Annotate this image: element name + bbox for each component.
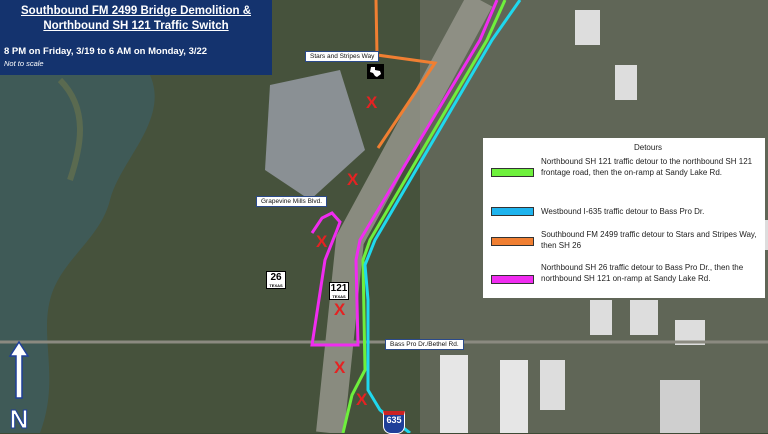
legend-title: Detours — [633, 143, 662, 152]
red-x-icon: X — [334, 358, 346, 377]
legend-swatch — [491, 275, 534, 284]
legend-text: Westbound I-635 traffic detour to Bass P… — [541, 207, 705, 216]
legend-swatch — [491, 237, 534, 246]
map-title: Southbound FM 2499 Bridge Demolition &No… — [21, 5, 251, 32]
legend-text: Northbound SH 26 traffic detour to Bass … — [541, 263, 744, 283]
label-grapevine-mills-blvd: Grapevine Mills Blvd. — [256, 196, 328, 207]
closure-dates: 8 PM on Friday, 3/19 to 6 AM on Monday, … — [4, 46, 208, 57]
label-bass-pro-dr: Bass Pro Dr./Bethel Rd. — [385, 339, 464, 350]
detour-orange — [374, 0, 438, 149]
red-x-icon: X — [316, 232, 328, 251]
legend-text: Southbound FM 2499 traffic detour to Sta… — [541, 230, 757, 250]
red-x-icon: X — [334, 300, 346, 319]
legend-swatch — [491, 168, 534, 177]
legend-swatch — [491, 207, 534, 216]
legend-text: Northbound SH 121 traffic detour to the … — [541, 157, 753, 177]
detour-green — [341, 0, 507, 433]
red-x-icon: X — [366, 93, 378, 112]
red-x-icon: X — [347, 170, 359, 189]
texas-logo-icon — [367, 64, 384, 79]
north-label: N — [9, 404, 29, 434]
detour-magenta — [310, 0, 499, 347]
legend: Detours Northbound SH 121 traffic detour… — [483, 138, 765, 298]
i635-shield: 635 — [383, 411, 405, 434]
red-x-icon: X — [356, 390, 368, 409]
scale-note: Not to scale — [4, 59, 44, 68]
north-arrow-icon: N — [6, 340, 32, 434]
detour-cyan — [363, 0, 522, 433]
title-panel: Southbound FM 2499 Bridge Demolition &No… — [0, 0, 272, 75]
label-stars-and-stripes-way: Stars and Stripes Way — [305, 51, 380, 62]
mall-building — [265, 70, 365, 200]
